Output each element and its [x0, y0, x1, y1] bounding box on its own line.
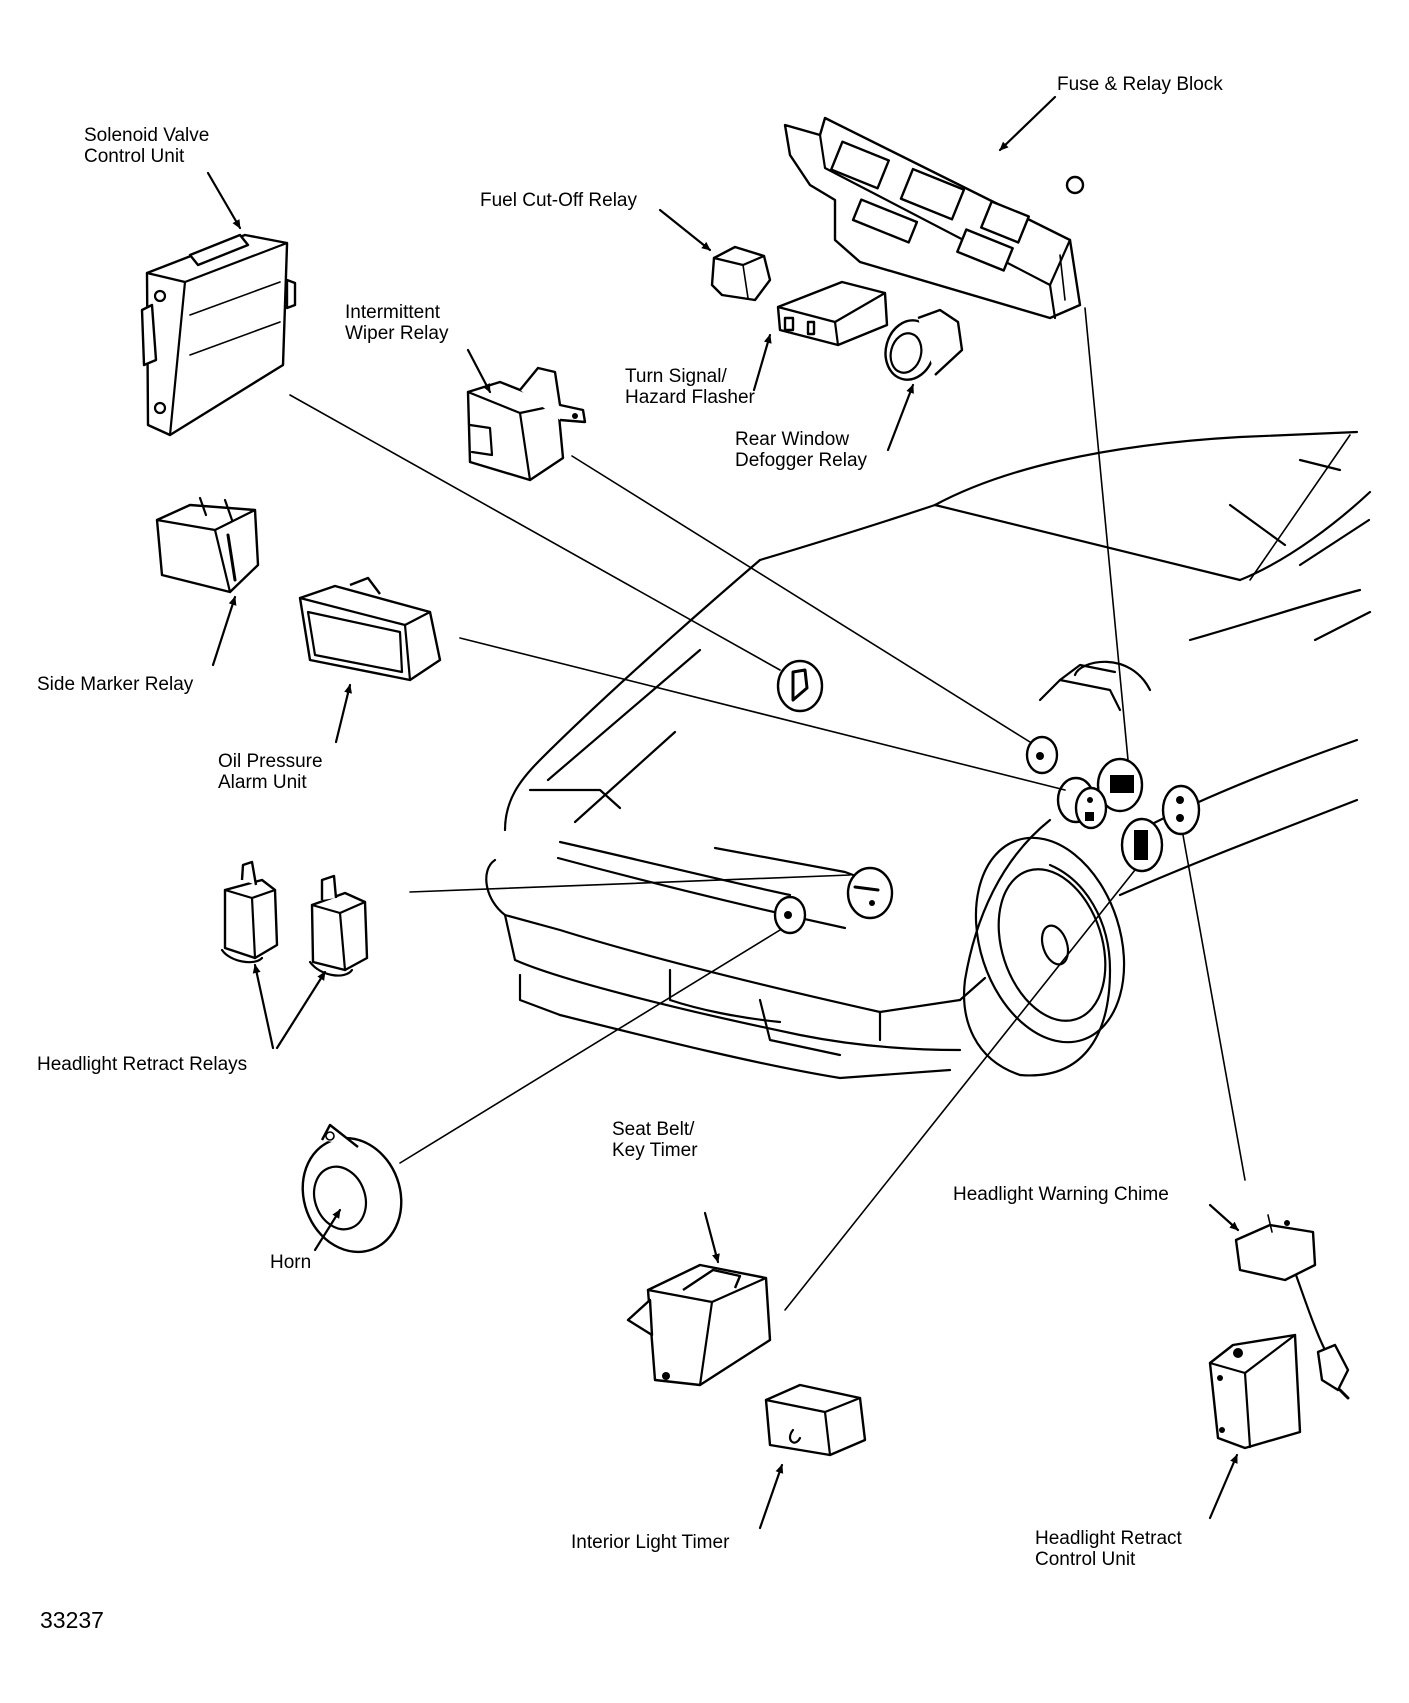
arrow-turn-signal [752, 333, 772, 392]
turn-signal-hazard-flasher-part [776, 280, 889, 347]
leader-roofline [1249, 434, 1351, 581]
arrow-solenoid [206, 171, 242, 230]
leader-horn [399, 929, 781, 1164]
labels: Solenoid Valve Control Unit Fuel Cut-Off… [37, 74, 1223, 1633]
location-bubbles [773, 659, 1201, 935]
label-oil-pressure-alarm-unit: Oil Pressure Alarm Unit [218, 751, 328, 793]
side-marker-relay-part [155, 496, 260, 594]
label-fuse-relay-block: Fuse & Relay Block [1057, 74, 1223, 95]
arrow-chime [1208, 1203, 1240, 1232]
arrow-defogger [886, 383, 915, 452]
headlight-warning-chime-part [1234, 1214, 1350, 1400]
leader-headlight-relays [409, 874, 851, 893]
arrow-seat-belt [703, 1211, 720, 1264]
label-seat-belt-key-timer: Seat Belt/ Key Timer [612, 1119, 700, 1161]
intermittent-wiper-relay-part [466, 366, 587, 482]
label-rear-window-defogger-relay: Rear Window Defogger Relay [735, 429, 868, 471]
location-bubble-headlight-relay [846, 866, 894, 920]
arrow-interior-light [758, 1463, 784, 1530]
arrow-side-marker [211, 595, 237, 667]
fuse-relay-block-part [783, 116, 1085, 320]
leader-solenoid [289, 394, 781, 671]
figure-number: 33237 [40, 1607, 104, 1633]
arrow-fuel-cut-off [658, 208, 712, 252]
leader-wiper-relay [571, 455, 1031, 743]
arrow-headlight-relay-1 [252, 963, 275, 1050]
label-solenoid-valve-control-unit: Solenoid Valve Control Unit [84, 125, 215, 167]
solenoid-valve-control-unit-part [140, 233, 297, 437]
interior-light-timer-part [764, 1383, 867, 1457]
arrow-fuse-block [998, 95, 1057, 152]
leader-chime [1182, 834, 1246, 1181]
arrow-control-unit [1208, 1453, 1239, 1520]
arrow-headlight-relay-2 [275, 970, 327, 1050]
headlight-retract-relays-part [220, 860, 369, 977]
label-interior-light-timer: Interior Light Timer [571, 1532, 730, 1553]
leader-interior-light [784, 869, 1136, 1311]
arrow-wiper-relay [466, 348, 492, 394]
seat-belt-key-timer-part [626, 1263, 772, 1387]
label-fuel-cut-off-relay: Fuel Cut-Off Relay [480, 190, 637, 211]
arrow-oil-pressure [334, 683, 352, 744]
callout-arrows [206, 95, 1240, 1530]
fuel-cut-off-relay-part [710, 245, 772, 302]
location-bubble-side-marker [1074, 786, 1108, 830]
label-headlight-retract-control-unit: Headlight Retract Control Unit [1035, 1528, 1187, 1570]
label-headlight-warning-chime: Headlight Warning Chime [953, 1184, 1169, 1205]
arrow-horn [313, 1208, 342, 1252]
horn-part [301, 1123, 403, 1254]
label-side-marker-relay: Side Marker Relay [37, 674, 194, 695]
oil-pressure-alarm-unit-part [298, 576, 442, 682]
label-turn-signal-hazard-flasher: Turn Signal/ Hazard Flasher [625, 366, 756, 408]
location-bubble-chime [1161, 784, 1201, 836]
headlight-retract-control-unit-part [1208, 1333, 1302, 1450]
leader-fuse-block [1084, 307, 1129, 761]
rear-window-defogger-relay-part [884, 308, 964, 381]
leader-lines [289, 307, 1351, 1311]
leader-oil-pressure [459, 637, 1066, 791]
location-bubble-solenoid [776, 659, 824, 713]
label-intermittent-wiper-relay: Intermittent Wiper Relay [345, 302, 449, 344]
label-horn: Horn [270, 1252, 311, 1273]
car-illustration [485, 430, 1372, 1080]
label-headlight-retract-relays: Headlight Retract Relays [37, 1054, 247, 1075]
